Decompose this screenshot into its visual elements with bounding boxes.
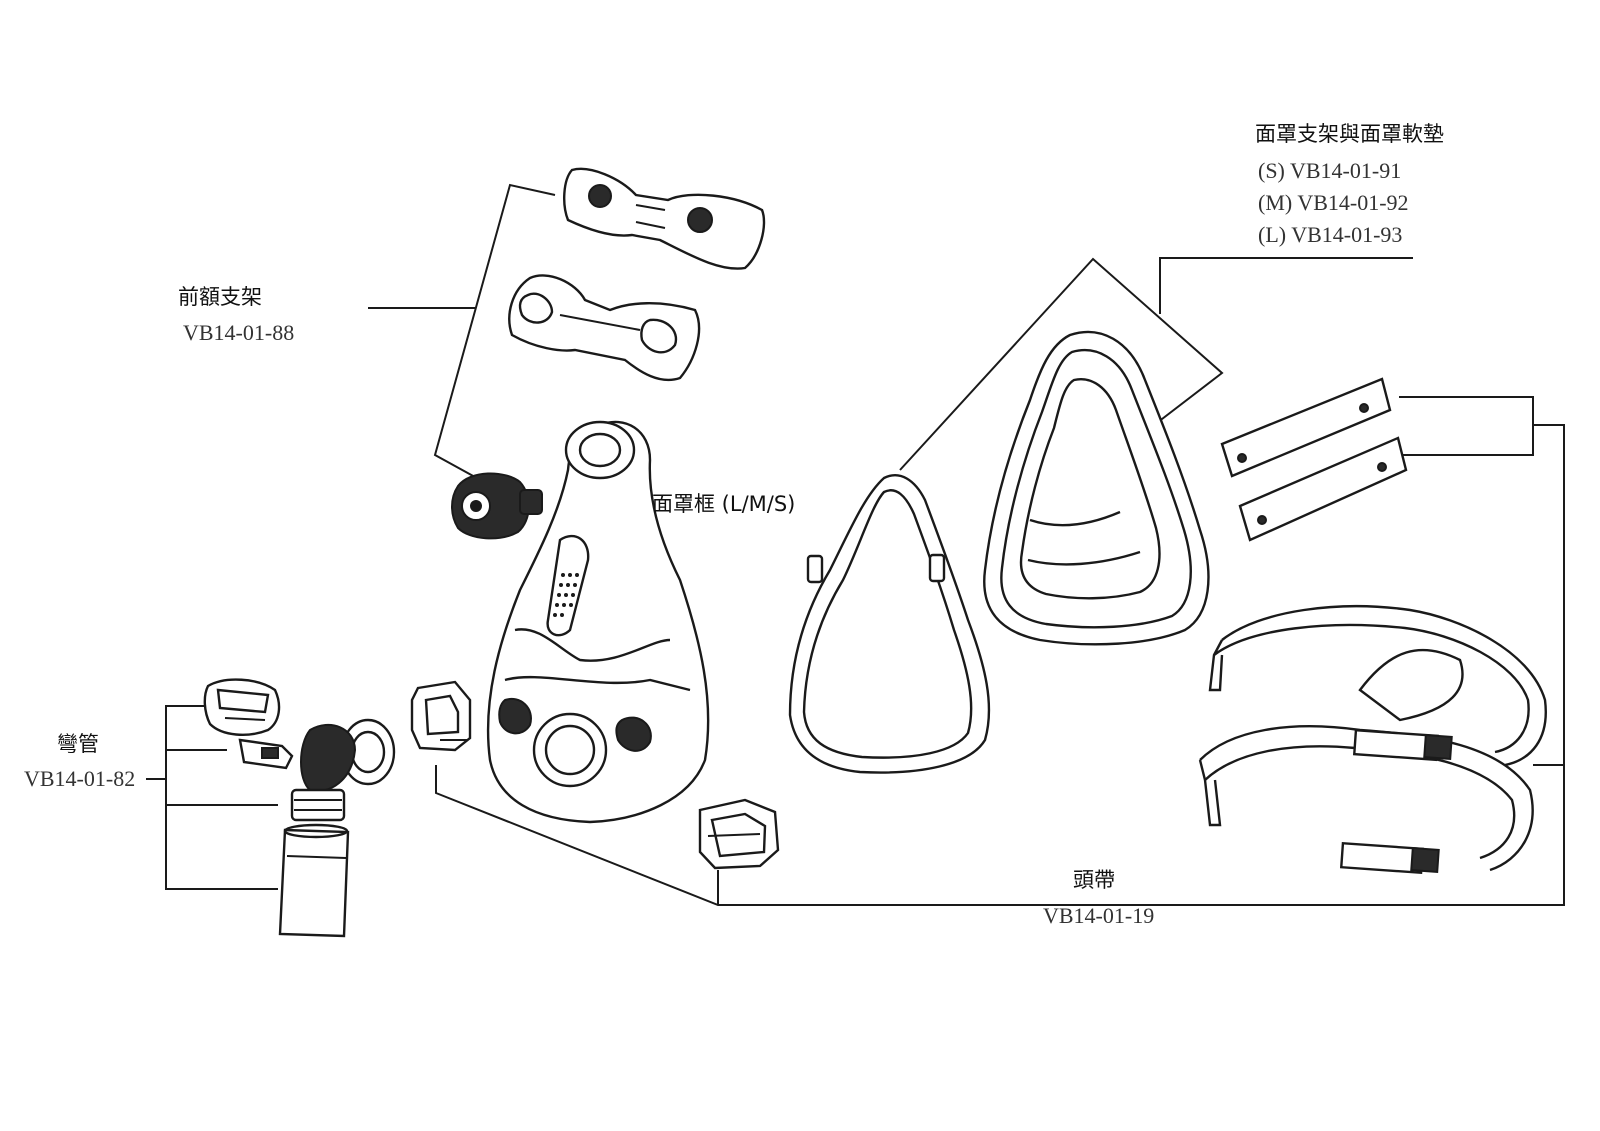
cushion-support-name: 面罩支架與面罩軟墊 <box>1255 122 1444 146</box>
leader-lines <box>146 183 1565 906</box>
elbow-tube-part <box>278 823 350 938</box>
forehead-pad-part <box>563 167 766 270</box>
cushion-support-code-s: (S) VB14-01-91 <box>1258 158 1402 183</box>
cushion-support-code-m: (M) VB14-01-92 <box>1258 190 1409 215</box>
forehead-support-name: 前額支架 <box>178 285 262 309</box>
elbow-main-part <box>290 718 396 822</box>
strap-tab-upper-part <box>1220 377 1392 478</box>
elbow-valve-part <box>238 738 294 770</box>
strap-tab-lower-part <box>1238 436 1408 542</box>
headgear-clip-right-part <box>698 798 780 870</box>
mask-frame-name: 面罩框 (L/M/S) <box>652 492 796 516</box>
elbow-name: 彎管 <box>57 732 99 756</box>
mask-frame-part <box>486 420 710 824</box>
cushion-support-code-l: (L) VB14-01-93 <box>1258 222 1403 247</box>
swivel-connector-part <box>451 472 543 540</box>
headgear-clip-left-part <box>410 680 472 752</box>
forehead-support-code: VB14-01-88 <box>183 320 295 345</box>
forehead-bracket-part <box>508 274 701 382</box>
elbow-code: VB14-01-82 <box>24 766 136 791</box>
headgear-name: 頭帶 <box>1073 868 1115 892</box>
vent-pattern <box>553 573 579 617</box>
headgear-code: VB14-01-19 <box>1043 903 1155 928</box>
mask-cushion-part <box>983 330 1210 646</box>
cushion-frame-part <box>788 474 991 774</box>
headgear-strap-part <box>1198 605 1547 875</box>
elbow-cap-part <box>203 678 281 736</box>
